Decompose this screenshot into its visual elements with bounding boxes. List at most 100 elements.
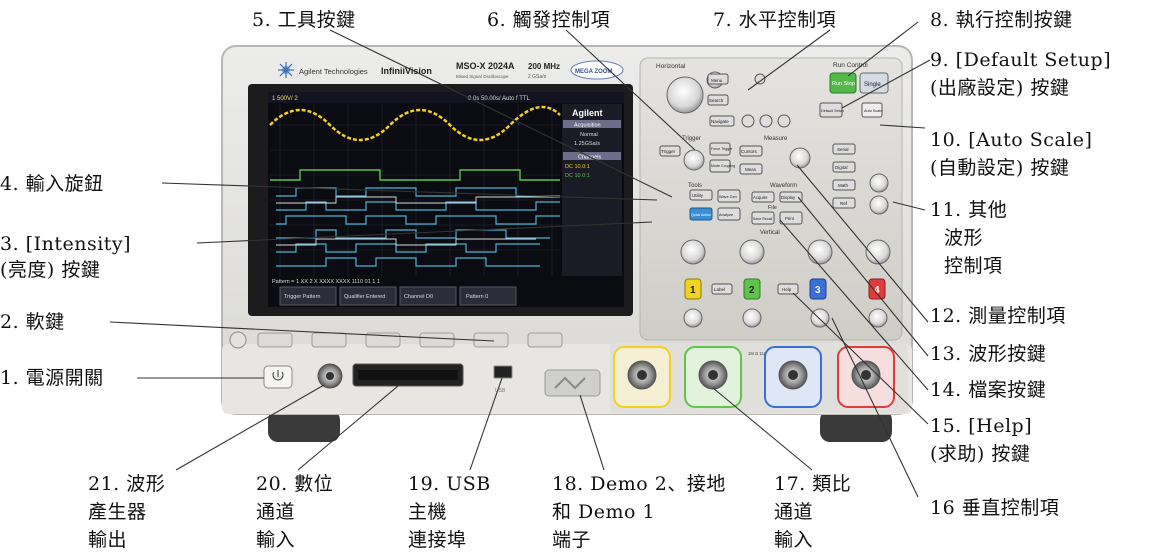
force-trigger-button[interactable] (709, 142, 731, 156)
svg-text:DC 10.0:1: DC 10.0:1 (565, 164, 590, 170)
search-button[interactable] (707, 94, 729, 106)
foot-right (820, 410, 892, 442)
pattern-line: Pattern = 1 XX 2 X XXXX XXXX 1110 01 1 1 (272, 279, 380, 285)
foot-left (268, 410, 340, 442)
digital-traces (276, 187, 560, 267)
label-entry-knob: 4. 輸入旋鈕 (0, 173, 104, 195)
svg-text:Label: Label (714, 287, 725, 292)
svg-text:Ref: Ref (840, 201, 848, 206)
series-text: InfiniiVision (381, 66, 432, 76)
svg-text:Wave Gen: Wave Gen (719, 195, 737, 199)
trigger-level-knob[interactable] (683, 149, 705, 171)
serial-button[interactable] (832, 143, 856, 155)
math-button[interactable] (832, 179, 856, 191)
svg-text:Channel D0: Channel D0 (404, 294, 433, 300)
label-file-keys: 14. 檔案按鍵 (930, 379, 1047, 401)
zoom-button[interactable] (754, 73, 766, 85)
label-auto-scale-line2: (自動設定) 按鍵 (930, 157, 1070, 179)
svg-text:Qualifier Entered: Qualifier Entered (344, 294, 385, 300)
save-recall-button[interactable] (751, 211, 775, 225)
svg-text:Force Trigger: Force Trigger (711, 147, 733, 151)
ch3-position-knob[interactable] (810, 308, 830, 328)
label-digital-inputs-line3: 輸入 (256, 529, 296, 551)
screen-time: 0.0s 50.00s/ Auto f TTL (468, 96, 531, 102)
print-button[interactable] (779, 211, 803, 225)
svg-text:Mode Coupling: Mode Coupling (711, 164, 735, 168)
ch4-scale-knob[interactable] (865, 239, 891, 265)
ch2-scale-knob[interactable] (739, 239, 765, 265)
ch4-position-knob[interactable] (868, 308, 888, 328)
ch2-position-knob[interactable] (742, 308, 762, 328)
ch3-scale-knob[interactable] (807, 239, 833, 265)
screen-status-top: 1 500V/ 2 (272, 96, 298, 102)
meas-button[interactable] (739, 163, 763, 175)
other-waveform-knob-2[interactable] (869, 195, 889, 215)
cursors-button[interactable] (739, 145, 763, 157)
label-other-waveform-line1: 11. 其他 (930, 199, 1008, 221)
screen-brand: Agilent (572, 108, 603, 118)
svg-text:Math: Math (838, 183, 849, 188)
label-digital-inputs-line2: 通道 (256, 501, 296, 523)
utility-button[interactable] (689, 189, 713, 201)
auto-scale-button[interactable] (861, 102, 883, 118)
svg-text:Pattern 0: Pattern 0 (466, 294, 488, 300)
ch2-button[interactable] (743, 278, 761, 300)
svg-text:Trigger Pattern: Trigger Pattern (284, 294, 320, 300)
svg-text:Default Setup: Default Setup (821, 109, 844, 113)
nav-arrow-buttons (741, 114, 791, 128)
svg-text:Utility: Utility (692, 193, 704, 198)
help-button[interactable] (777, 283, 799, 295)
label-default-setup-line1: 9. [Default Setup] (930, 49, 1112, 71)
ch4-button[interactable] (868, 278, 886, 300)
svg-text:4: 4 (874, 285, 880, 296)
label-intensity-line2: (亮度) 按鍵 (0, 259, 101, 281)
acquire-button[interactable] (751, 191, 775, 203)
svg-text:Vertical: Vertical (760, 230, 780, 236)
model-sub-text: Mixed Signal Oscilloscope (456, 74, 509, 79)
label-horizontal-controls: 7. 水平控制項 (713, 9, 837, 31)
label-usb-host-line1: 19. USB (408, 473, 491, 495)
softkeys (257, 332, 563, 348)
display-button[interactable] (779, 191, 803, 203)
screen-grid (270, 104, 560, 276)
brand-text: Agilent Technologies (299, 67, 368, 76)
svg-text:Horizontal: Horizontal (656, 63, 686, 70)
wave-gen-button[interactable] (717, 189, 741, 203)
label-analog-inputs-line1: 17. 類比 (774, 473, 852, 495)
default-setup-button[interactable] (819, 102, 843, 118)
svg-text:Acquire: Acquire (753, 195, 768, 200)
back-button[interactable] (229, 331, 247, 349)
ref-button[interactable] (832, 197, 856, 209)
label-tools-keys: 5. 工具按鍵 (252, 9, 356, 31)
cursors-knob[interactable] (789, 147, 811, 169)
navigate-button[interactable] (709, 115, 735, 127)
svg-text:DC 10.0:1: DC 10.0:1 (565, 173, 590, 179)
label-power-switch: 1. 電源開關 (0, 367, 104, 389)
horizontal-scale-knob[interactable] (666, 76, 704, 114)
svg-text:1.25GSa/s: 1.25GSa/s (574, 141, 600, 147)
label-demo-terminals-line1: 18. Demo 2、接地 (552, 473, 726, 495)
mode-coupling-button[interactable] (709, 159, 731, 173)
run-stop-button[interactable] (829, 72, 857, 94)
svg-text:Quick Action: Quick Action (691, 213, 711, 217)
svg-text:Single: Single (864, 82, 881, 88)
analyze-button[interactable] (717, 207, 741, 221)
quick-action-button[interactable] (689, 207, 713, 221)
svg-text:Normal: Normal (580, 132, 598, 138)
svg-text:Trigger: Trigger (682, 136, 701, 142)
other-waveform-knob-1[interactable] (869, 173, 889, 193)
label-waveform-keys: 13. 波形按鍵 (930, 343, 1047, 365)
horiz-menu-button[interactable] (707, 73, 729, 85)
label-button[interactable] (711, 283, 733, 295)
ch3-button[interactable] (809, 278, 827, 300)
label-usb-host-line2: 主機 (408, 501, 448, 523)
ch1-scale-knob[interactable] (680, 239, 706, 265)
digital-button[interactable] (832, 161, 856, 173)
ch1-button[interactable] (684, 278, 702, 300)
svg-text:Run Stop: Run Stop (832, 81, 855, 87)
svg-text:Cursors: Cursors (741, 149, 758, 154)
svg-text:Run Control: Run Control (833, 62, 868, 69)
ch1-position-knob[interactable] (683, 308, 703, 328)
trigger-button[interactable] (659, 145, 681, 157)
label-trigger-controls: 6. 觸發控制項 (487, 9, 611, 31)
